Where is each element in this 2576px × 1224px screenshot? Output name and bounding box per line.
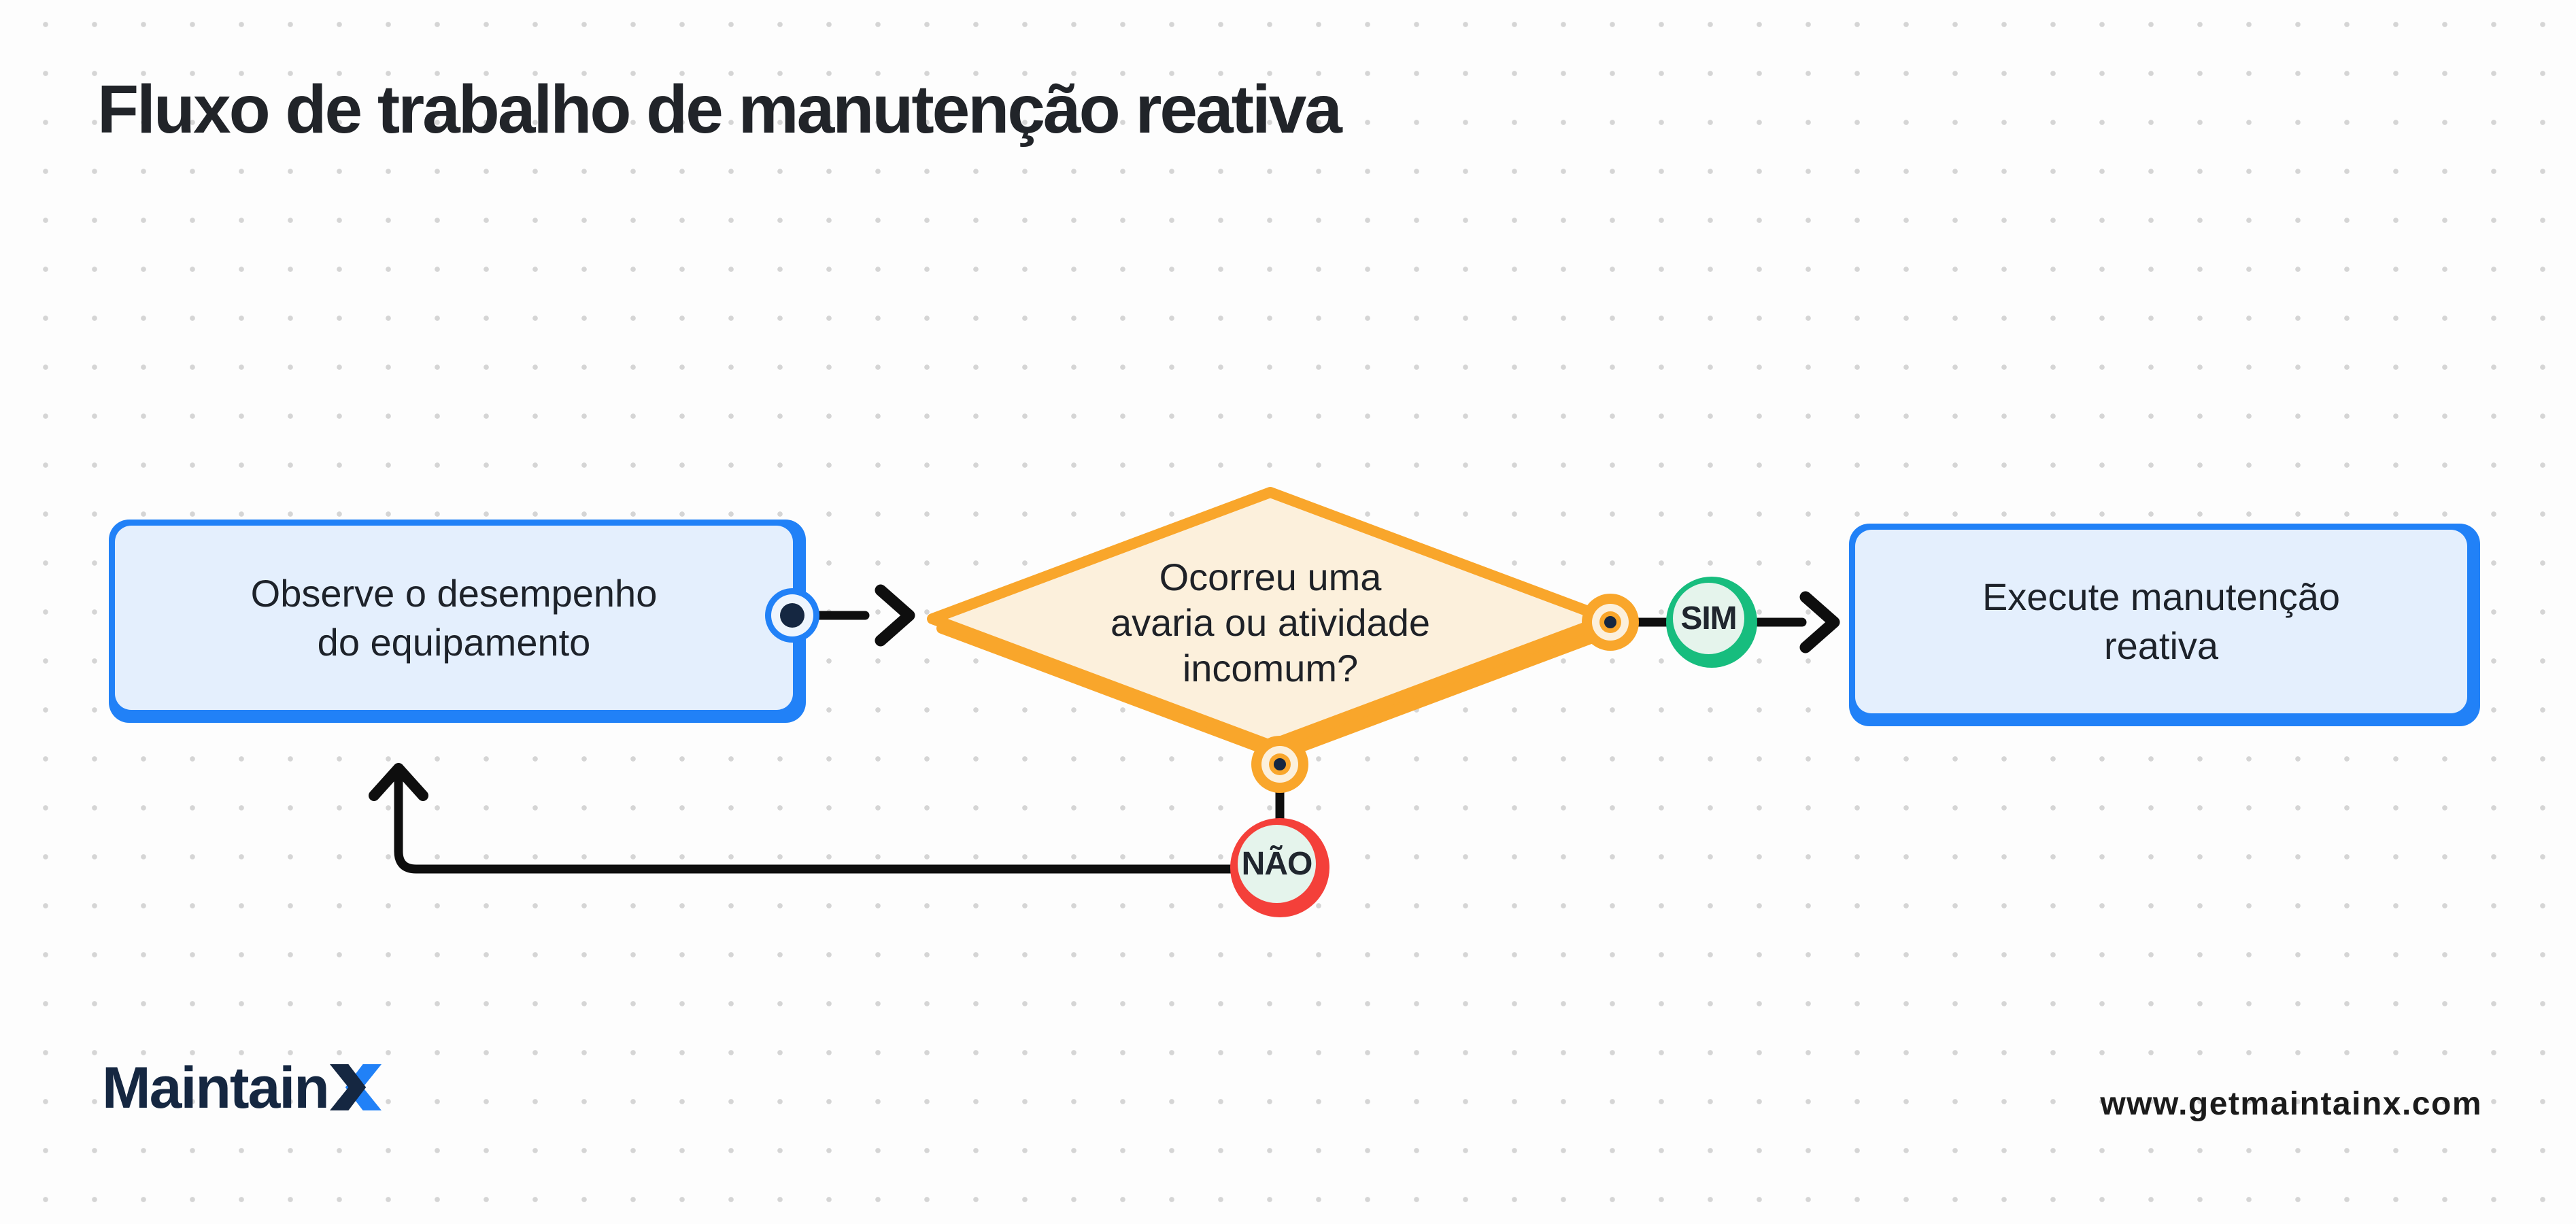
port-inner-ring <box>1599 611 1621 633</box>
site-url: www.getmaintainx.com <box>2100 1086 2482 1122</box>
port-ring <box>1261 746 1298 783</box>
start-node-label: Observe o desempenho do equipamento <box>250 571 658 664</box>
decision-no-port <box>1251 736 1308 793</box>
no-badge: NÃO <box>1230 818 1329 917</box>
no-badge-label: NÃO <box>1241 846 1313 882</box>
arrowhead-icon <box>875 584 915 647</box>
decision-node <box>927 487 1623 760</box>
decision-yes-port <box>1582 594 1639 651</box>
no-badge-face: NÃO <box>1238 825 1316 903</box>
start-node: Observe o desempenho do equipamento <box>109 520 806 723</box>
brand-x-icon <box>329 1064 382 1110</box>
port-inner-ring <box>1269 753 1291 775</box>
arrowhead-icon <box>1799 591 1840 653</box>
page-title: Fluxo de trabalho de manutenção reativa <box>97 71 1342 148</box>
port-dot <box>780 603 804 628</box>
action-node-face: Execute manutenção reativa <box>1855 530 2467 713</box>
action-node: Execute manutenção reativa <box>1849 524 2480 726</box>
port-dot <box>1274 758 1286 770</box>
start-node-face: Observe o desempenho do equipamento <box>115 526 793 710</box>
arrowhead-icon <box>369 763 428 801</box>
decision-node-label: Ocorreu uma avaria ou atividade incomum? <box>1110 556 1431 690</box>
port-ring <box>1592 604 1629 641</box>
arrow-decision-to-start-return <box>369 763 1285 874</box>
start-output-port <box>765 588 819 643</box>
brand-logo: Maintain X <box>102 1055 382 1121</box>
action-node-label: Execute manutenção reativa <box>1982 575 2341 667</box>
yes-badge: SIM <box>1666 577 1757 668</box>
port-dot <box>1604 616 1616 628</box>
port-ring <box>771 594 813 636</box>
brand-text: Maintain <box>102 1055 330 1121</box>
yes-badge-label: SIM <box>1680 600 1737 636</box>
yes-badge-face: SIM <box>1673 583 1744 654</box>
